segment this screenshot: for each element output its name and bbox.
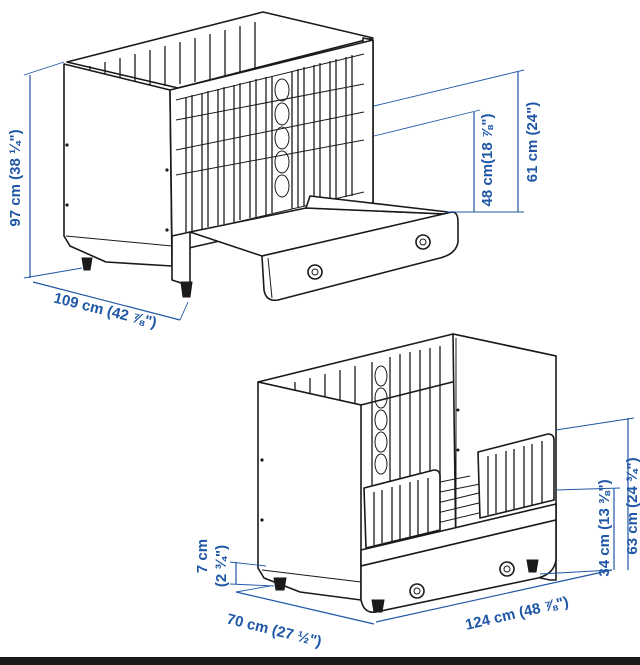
bed-drawer-knob-left [409,583,425,599]
bed-foot-panel [257,381,362,601]
crib-drawer-knob-left [307,264,323,280]
junior-bed-illustration [257,333,557,614]
bed-side-guard-left-bars [373,478,429,545]
crib-dimension-lines [23,61,525,321]
bed-side-guard-right [477,433,555,519]
crib-rail-low-label: 48 cm(18 ⅞") [479,113,496,206]
bed-depth-label: 70 cm (27 ½") [225,611,323,651]
crib-height-label: 97 cm (38 ¼") [7,129,24,226]
crib-width-label: 109 cm (42 ⅞") [52,290,158,332]
crib-foot-right [180,281,193,298]
bed-foot-front-right [371,599,385,613]
crib-rail-high-label: 61 cm (24") [524,102,541,183]
bottom-edge-bar [0,657,640,665]
bed-side-guard-left [363,469,441,549]
crib-front-bars [185,55,353,232]
bed-rail-height-label: 34 cm (13 ⅜") [596,479,613,576]
crib-foot-left [81,257,93,271]
crib-back-panel [66,11,374,89]
bed-foot-front-left [273,577,287,591]
bed-decorative-column [371,357,391,500]
bed-leg-height-label: 7 cm [194,539,211,573]
crib-decorative-column [271,71,293,213]
crib-illustration [63,11,459,302]
bed-back-bars [279,346,441,496]
crib-drawer-knob-right [415,234,431,250]
bed-drawer-knob-right [499,561,515,577]
crib-left-panel [63,63,173,267]
bed-leg-height-inch-label: (2 ¾") [213,545,230,587]
bed-total-height-label: 63 cm (24 ¾") [624,457,640,554]
bed-foot-back-right [526,559,539,573]
crib-drawer-housing [171,231,191,287]
crib-back-bars [89,22,256,86]
bed-dimension-lines [229,417,635,625]
bed-side-guard-right-bars [487,441,543,515]
